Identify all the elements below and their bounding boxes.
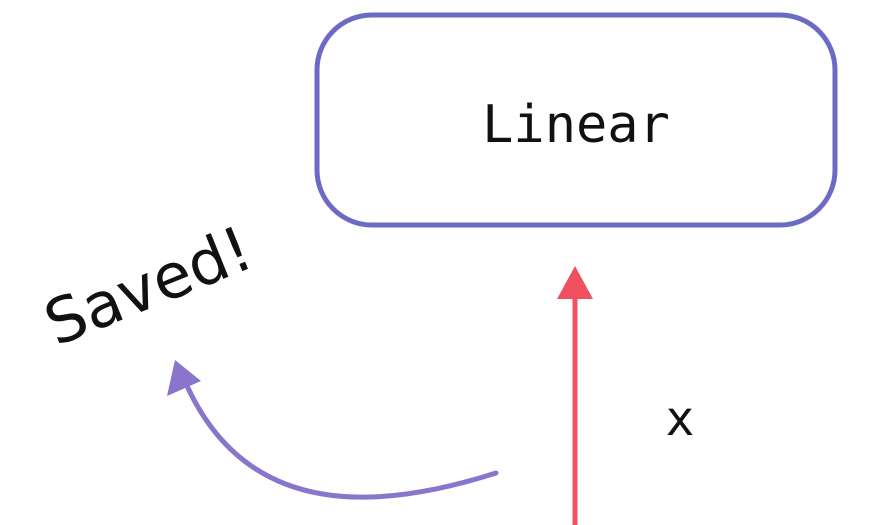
input-arrow-head: [557, 266, 593, 299]
linear-module-node: Linear: [314, 12, 838, 228]
input-arrow: [557, 266, 593, 525]
linear-module-box: [314, 12, 838, 228]
saved-arrow-curve: [185, 385, 499, 500]
saved-note: Saved!: [34, 212, 262, 361]
input-variable-label: x: [666, 391, 695, 447]
linear-module-label: Linear: [482, 95, 670, 155]
saved-arrow-head: [167, 360, 201, 396]
saved-arrow: [167, 360, 499, 500]
